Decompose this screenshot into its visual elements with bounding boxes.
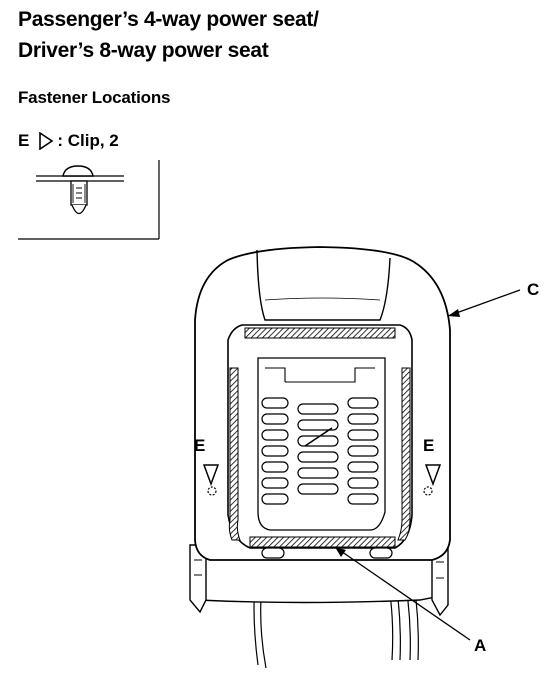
right-clip-marker — [423, 464, 442, 496]
callout-e-right: E — [423, 436, 435, 455]
callout-e-left: E — [194, 436, 206, 455]
fastener-legend: E : Clip, 2 — [18, 131, 119, 151]
left-clip-marker — [202, 464, 220, 496]
right-fastener-strip — [397, 367, 411, 541]
title-line-1: Passenger’s 4-way power seat/ — [18, 8, 319, 31]
seat-cushion-edge — [197, 555, 446, 604]
title-line-2: Driver’s 8-way power seat — [18, 39, 269, 62]
page-title: Passenger’s 4-way power seat/ Driver’s 8… — [18, 4, 319, 66]
legend-text: : Clip, 2 — [57, 131, 119, 150]
bottom-fastener-strip — [249, 536, 396, 548]
callout-a: A — [474, 636, 487, 655]
left-fastener-strip — [228, 367, 241, 541]
top-fastener-strip — [244, 327, 396, 339]
headrest-outline — [256, 249, 391, 321]
callout-c: C — [527, 280, 540, 299]
leader-a — [334, 546, 471, 641]
spring-slots — [261, 397, 379, 505]
clip-detail-illustration — [18, 160, 160, 240]
legend-letter: E — [18, 131, 30, 150]
section-heading: Fastener Locations — [18, 88, 171, 107]
leader-c — [447, 289, 521, 317]
triangle-marker-icon — [39, 132, 54, 150]
